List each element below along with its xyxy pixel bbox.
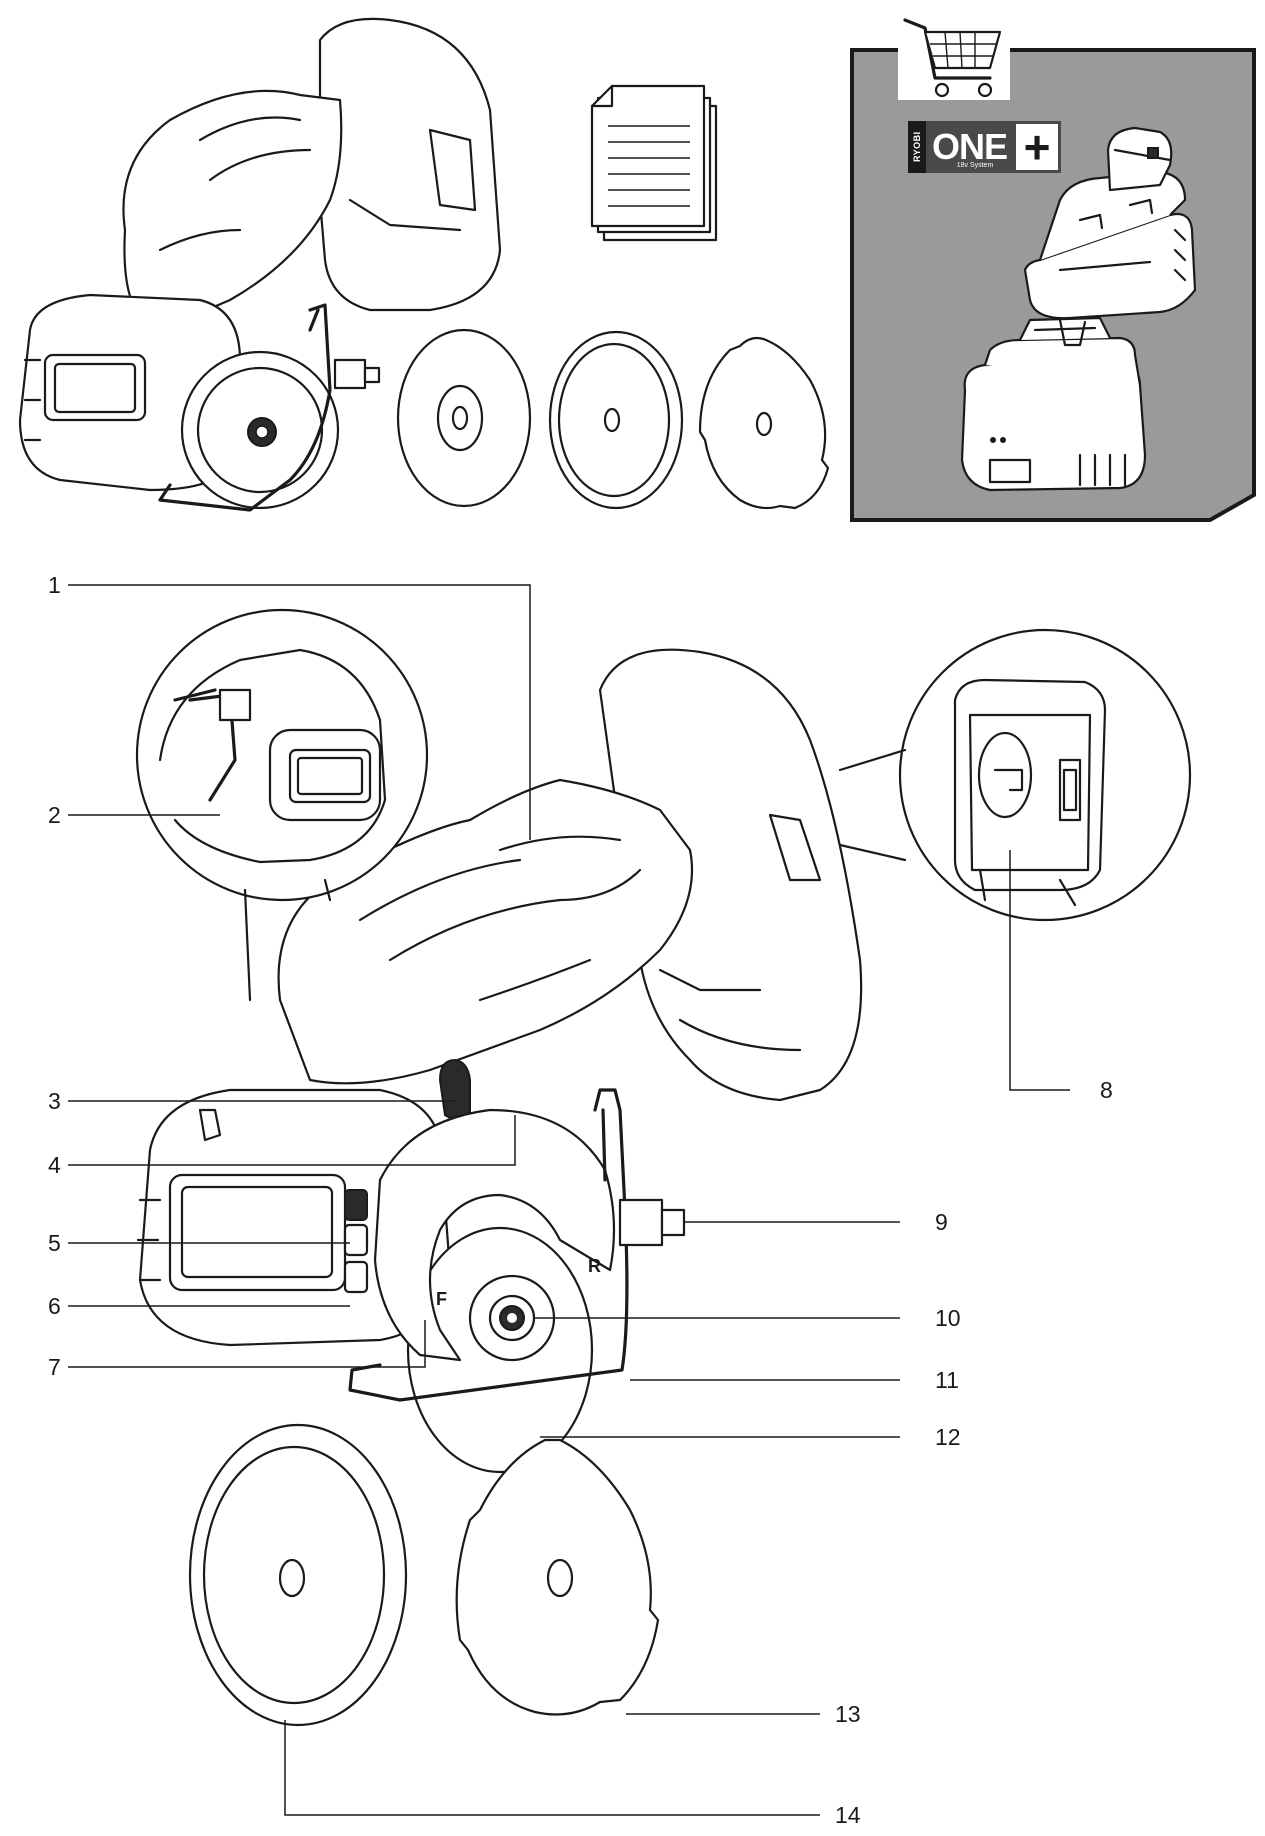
reverse-marking: R [588, 1256, 601, 1276]
detail-inset-battery-port [838, 628, 1192, 922]
callout-14: 14 [835, 1802, 861, 1828]
shopping-cart-icon [903, 18, 1002, 98]
tool-overview-small [18, 17, 502, 512]
callout-1: 1 [48, 572, 61, 598]
callout-7: 7 [48, 1354, 61, 1380]
callout-4: 4 [48, 1152, 61, 1178]
callout-9: 9 [935, 1209, 948, 1235]
callout-11: 11 [935, 1367, 959, 1393]
one-plus-logo: RYOBI ONE + [908, 121, 1070, 173]
manual-documents-icon [590, 84, 718, 242]
callout-2: 2 [48, 802, 61, 828]
blade-diamond [188, 1423, 408, 1727]
main-tool: F R [136, 648, 863, 1474]
detail-inset-spindle-lock [135, 608, 429, 1002]
accessories-box [850, 18, 1256, 522]
blade-1 [396, 328, 532, 508]
callout-5: 5 [48, 1230, 61, 1256]
blade-set-bottom [188, 1423, 660, 1727]
forward-marking: F [436, 1289, 447, 1309]
callout-12: 12 [935, 1424, 961, 1450]
blade-2 [548, 330, 684, 510]
plus-logo-text: + [1013, 121, 1062, 173]
leader-lines [68, 584, 1070, 1816]
callout-3: 3 [48, 1088, 61, 1114]
blade-abrasive [455, 1438, 660, 1716]
system-logo-text: 18v System [956, 162, 994, 169]
callout-6: 6 [48, 1293, 61, 1319]
callout-8: 8 [1100, 1077, 1113, 1103]
one-logo-text: ONE [926, 121, 1014, 173]
battery-pack [1023, 126, 1197, 320]
callout-10: 10 [935, 1305, 961, 1331]
ryobi-logo-text: RYOBI [908, 121, 926, 173]
callout-13: 13 [835, 1701, 861, 1727]
blade-3 [698, 336, 830, 510]
blade-set-top [396, 328, 830, 510]
battery-charger [960, 316, 1147, 492]
